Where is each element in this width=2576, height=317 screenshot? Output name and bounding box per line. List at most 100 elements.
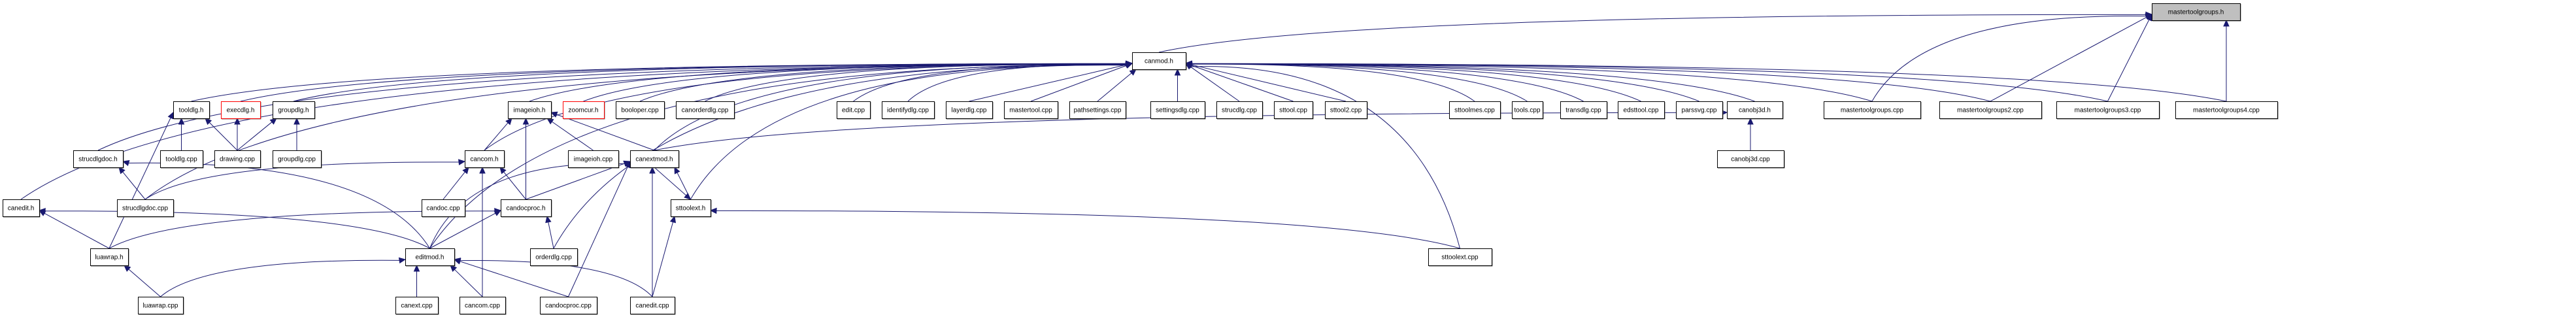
node-box <box>173 101 210 119</box>
edge-orderdlg_cpp-to-canmod_h <box>553 65 1127 249</box>
node-luawrap-cpp[interactable]: luawrap.cpp <box>138 297 184 315</box>
node-label: candocproc.h <box>506 205 545 212</box>
node-canorderdlg-cpp[interactable]: canorderdlg.cpp <box>676 101 735 120</box>
node-label: canobj3d.h <box>1739 107 1771 114</box>
node-identifydlg-cpp[interactable]: identifydlg.cpp <box>882 101 935 120</box>
edge-mastertoolgroups3_cpp-to-canmod_h <box>1191 63 2108 102</box>
node-canmod-h[interactable]: canmod.h <box>1132 52 1187 71</box>
node-mastertool-cpp[interactable]: mastertool.cpp <box>1004 101 1059 120</box>
node-cancom-cpp[interactable]: cancom.cpp <box>460 297 507 315</box>
node-box <box>273 150 322 168</box>
edge-strucdlgdoc_cpp-to-cancom_h <box>144 161 460 200</box>
node-label: transdlg.cpp <box>1565 107 1601 114</box>
node-groupdlg-h[interactable]: groupdlg.h <box>273 101 316 120</box>
node-canext-cpp[interactable]: canext.cpp <box>395 297 439 315</box>
node-mastertoolgroups3-cpp[interactable]: mastertoolgroups3.cpp <box>2056 101 2160 120</box>
node-canextmod-h[interactable]: canextmod.h <box>630 150 680 169</box>
node-candoc-cpp[interactable]: candoc.cpp <box>422 199 466 218</box>
node-sttoolext-h[interactable]: sttoolext.h <box>671 199 712 218</box>
node-mastertoolgroups2-cpp[interactable]: mastertoolgroups2.cpp <box>1939 101 2043 120</box>
node-label: mastertool.cpp <box>1009 107 1052 114</box>
node-strucdlgdoc-h[interactable]: strucdlgdoc.h <box>73 150 124 169</box>
node-box <box>1325 101 1367 119</box>
node-tools-cpp[interactable]: tools.cpp <box>1512 101 1544 120</box>
node-strucdlg-cpp[interactable]: strucdlg.cpp <box>1216 101 1263 120</box>
node-mastertoolgroups4-cpp[interactable]: mastertoolgroups4.cpp <box>2175 101 2279 120</box>
node-parssvg-cpp[interactable]: parssvg.cpp <box>1676 101 1724 120</box>
edge-cancom_h-to-imageioh_h <box>484 122 509 151</box>
node-label: canedit.h <box>8 205 35 212</box>
node-execdlg-h[interactable]: execdlg.h <box>221 101 261 120</box>
node-label: identifydlg.cpp <box>887 107 929 114</box>
node-edsttool-cpp[interactable]: edsttool.cpp <box>1618 101 1665 120</box>
edge-mastertoolgroups2_cpp-to-mastertoolgroups_h <box>1990 16 2147 102</box>
edge-transdlg_cpp-to-canmod_h <box>1191 63 1584 102</box>
node-candocproc-cpp[interactable]: candocproc.cpp <box>540 297 598 315</box>
arrowhead-icon <box>234 117 241 125</box>
node-box <box>1717 150 1784 168</box>
node-imageioh-cpp[interactable]: imageioh.cpp <box>568 150 620 169</box>
node-label: cancom.cpp <box>465 303 500 310</box>
node-sttool2-cpp[interactable]: sttool2.cpp <box>1325 101 1368 120</box>
arrowhead-icon <box>122 160 130 167</box>
node-editmod-h[interactable]: editmod.h <box>405 248 456 267</box>
arrowhead-icon <box>453 258 461 264</box>
node-candocproc-h[interactable]: candocproc.h <box>501 199 552 218</box>
edge-cancom_cpp-to-editmod_h <box>454 269 483 297</box>
edge-luawrap_h-to-tooldlg_h <box>109 117 171 249</box>
node-settingsdlg-cpp[interactable]: settingsdlg.cpp <box>1150 101 1206 120</box>
node-strucdlgdoc-cpp[interactable]: strucdlgdoc.cpp <box>117 199 175 218</box>
node-tooldlg-cpp[interactable]: tooldlg.cpp <box>160 150 204 169</box>
node-box <box>630 297 675 314</box>
node-mastertoolgroups-cpp[interactable]: mastertoolgroups.cpp <box>1824 101 1922 120</box>
node-canobj3d-h[interactable]: canobj3d.h <box>1727 101 1784 120</box>
edge-layerdlg_cpp-to-canmod_h <box>969 64 1127 102</box>
node-sttoolext-cpp[interactable]: sttoolext.cpp <box>1428 248 1493 267</box>
arrowhead-icon <box>1747 117 1754 125</box>
edge-luawrap_h-to-canedit_h <box>44 212 110 249</box>
node-box <box>1216 101 1263 119</box>
node-edit-cpp[interactable]: edit.cpp <box>837 101 871 120</box>
node-canedit-h[interactable]: canedit.h <box>3 199 41 218</box>
node-box <box>1150 101 1205 119</box>
node-label: groupdlg.h <box>278 107 309 114</box>
arrowhead-icon <box>669 215 677 224</box>
node-sttoolmes-cpp[interactable]: sttoolmes.cpp <box>1449 101 1501 120</box>
node-zoomcur-h[interactable]: zoomcur.h <box>563 101 605 120</box>
node-groupdlg-cpp[interactable]: groupdlg.cpp <box>273 150 322 169</box>
node-booloper-cpp[interactable]: booloper.cpp <box>616 101 665 120</box>
node-tooldlg-h[interactable]: tooldlg.h <box>173 101 210 120</box>
node-canobj3d-cpp[interactable]: canobj3d.cpp <box>1717 150 1785 169</box>
edge-luawrap_cpp-to-luawrap_h <box>128 269 161 297</box>
node-label: layerdlg.cpp <box>952 107 987 114</box>
node-box <box>221 101 261 119</box>
node-cancom-h[interactable]: cancom.h <box>465 150 505 169</box>
node-layerdlg-cpp[interactable]: layerdlg.cpp <box>946 101 994 120</box>
node-pathsettings-cpp[interactable]: pathsettings.cpp <box>1069 101 1127 120</box>
node-box <box>630 150 679 168</box>
arrowhead-icon <box>709 207 717 214</box>
arrowhead-icon <box>38 208 46 214</box>
arrowhead-icon <box>505 118 512 125</box>
arrowhead-icon <box>1174 68 1181 76</box>
node-sttool-cpp[interactable]: sttool.cpp <box>1274 101 1314 120</box>
edge-sttoolmes_cpp-to-canmod_h <box>1191 63 1475 102</box>
node-box <box>563 101 605 119</box>
node-transdlg-cpp[interactable]: transdlg.cpp <box>1560 101 1608 120</box>
node-luawrap-h[interactable]: luawrap.h <box>90 248 129 267</box>
edge-sttoolext_cpp-to-sttoolext_h <box>716 210 1460 249</box>
node-label: mastertoolgroups2.cpp <box>1957 107 2024 114</box>
arrowhead-icon <box>118 167 125 175</box>
edge-candocproc_cpp-to-canextmod_h <box>568 166 628 297</box>
arrowhead-icon <box>458 159 466 165</box>
node-label: pathsettings.cpp <box>1074 107 1122 114</box>
node-canedit-cpp[interactable]: canedit.cpp <box>630 297 676 315</box>
node-label: strucdlgdoc.cpp <box>122 205 168 212</box>
node-box <box>465 150 505 168</box>
node-label: canmod.h <box>1145 58 1173 65</box>
node-imageioh-h[interactable]: imageioh.h <box>508 101 552 120</box>
node-orderdlg-cpp[interactable]: orderdlg.cpp <box>530 248 578 267</box>
arrowhead-icon <box>462 167 469 175</box>
node-drawing-cpp[interactable]: drawing.cpp <box>214 150 261 169</box>
